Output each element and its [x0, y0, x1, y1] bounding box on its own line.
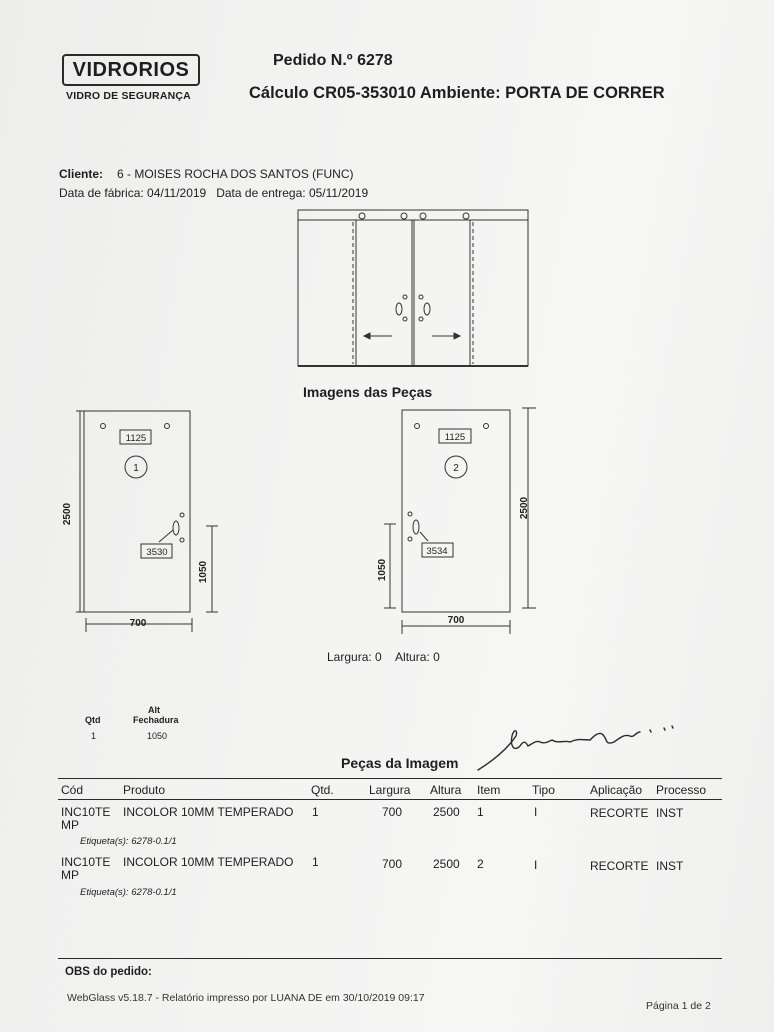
delivery-date: Data de entrega: 05/11/2019: [216, 186, 369, 200]
largura-note: Largura: 0: [327, 650, 382, 664]
signature: [477, 725, 674, 771]
dimensions-note: Largura: 0 Altura: 0: [327, 650, 440, 664]
piece-2-mid-label: 3534: [426, 546, 447, 557]
col-header-aplicacao: Aplicação: [590, 783, 643, 797]
parts-title: Peças da Imagem: [341, 755, 459, 771]
piece-1-glass: [83, 410, 191, 613]
piece-1-number-circle: [124, 455, 148, 479]
logo-text: VIDRORIOS: [72, 58, 190, 81]
images-title: Imagens das Peças: [303, 384, 433, 400]
row-2-aplicacao: RECORTE: [590, 859, 649, 873]
dates-line: Data de fábrica: 04/11/2019 Data de entre…: [59, 186, 368, 200]
client-line: Cliente: 6 - MOISES ROCHA DOS SANTOS (FUN…: [59, 167, 354, 181]
piece-1-lock-height: 1050: [198, 560, 209, 583]
row-2-processo: INST: [656, 859, 684, 873]
piece-2-width: 700: [448, 615, 465, 626]
lock-qtd-header: Qtd: [85, 715, 101, 725]
table-top-rule: [58, 778, 722, 779]
col-header-tipo: Tipo: [532, 783, 555, 797]
overview-top-rail: [297, 209, 529, 221]
piece-1-top-label-box: [119, 429, 152, 445]
piece-2-glass: [401, 409, 511, 613]
lock-alt-header-1: Alt: [148, 705, 160, 715]
col-header-item: Item: [477, 783, 501, 797]
piece-2-number-circle: [444, 455, 468, 479]
overview-frame: [297, 219, 529, 367]
logo-subtitle: VIDRO DE SEGURANÇA: [66, 90, 191, 102]
row-2-produto: INCOLOR 10MM TEMPERADO: [123, 855, 294, 869]
row-1-aplicacao: RECORTE: [590, 806, 649, 820]
piece-2-top-label: 1125: [445, 432, 465, 443]
row-1-processo: INST: [656, 806, 684, 820]
piece-2-top-label-box: [438, 428, 472, 444]
page-number: Página 1 de 2: [646, 1000, 711, 1012]
lock-qtd-value: 1: [91, 731, 97, 741]
company-logo: VIDRORIOS: [62, 54, 200, 86]
piece-1-number: 1: [133, 463, 139, 474]
client-label: Cliente:: [59, 167, 104, 181]
overview-left-sliding-panel: [355, 219, 413, 367]
printed-by-footer: WebGlass v5.18.7 - Relatório impresso po…: [67, 992, 425, 1004]
obs-rule: [58, 958, 722, 959]
row-1-item: 1: [477, 805, 484, 819]
piece-2-height: 2500: [519, 496, 530, 519]
row-2-qtd: 1: [312, 855, 319, 869]
obs-label: OBS do pedido:: [65, 966, 152, 978]
overview-right-sliding-panel: [413, 219, 471, 367]
altura-note: Altura: 0: [395, 650, 440, 664]
col-header-produto: Produto: [123, 783, 166, 797]
row-2-item: 2: [477, 857, 484, 871]
lock-alt-value: 1050: [147, 731, 168, 741]
row-1-largura: 700: [382, 805, 403, 819]
piece-2-number: 2: [453, 463, 459, 474]
table-header-rule: [58, 799, 722, 800]
piece-1-drawing: 1125 1 3530 2500 1050 700: [62, 410, 218, 632]
lock-alt-header-2: Fechadura: [133, 715, 179, 725]
piece-2-lock-height: 1050: [377, 558, 388, 581]
row-1-qtd: 1: [312, 805, 319, 819]
row-2-etiqueta: Etiqueta(s): 6278-0.1/1: [80, 887, 177, 898]
row-2-cod-line1: INC10TE: [61, 855, 111, 869]
row-1-tipo: I: [534, 805, 538, 819]
row-2-altura: 2500: [433, 857, 460, 871]
piece-1-width: 700: [130, 618, 147, 629]
piece-2-drawing: 1125 2 3534 2500 1050 700: [377, 407, 536, 634]
row-1-altura: 2500: [433, 805, 460, 819]
col-header-processo: Processo: [656, 783, 707, 797]
col-header-cod: Cód: [61, 783, 84, 797]
row-2-tipo: I: [534, 858, 538, 872]
factory-date: Data de fábrica: 04/11/2019: [59, 186, 207, 200]
row-1-etiqueta: Etiqueta(s): 6278-0.1/1: [80, 836, 177, 847]
piece-1-mid-label: 3530: [146, 547, 167, 558]
order-title: Pedido N.º 6278: [273, 52, 393, 69]
calc-line: Cálculo CR05-353010 Ambiente: PORTA DE C…: [249, 84, 665, 102]
row-1-produto: INCOLOR 10MM TEMPERADO: [123, 805, 294, 819]
piece-1-height: 2500: [62, 502, 73, 525]
col-header-largura: Largura: [369, 783, 411, 797]
row-2-cod-line2: MP: [61, 868, 79, 882]
piece-1-top-label: 1125: [126, 433, 146, 444]
piece-1-mid-label-box: [140, 543, 173, 559]
col-header-qtd: Qtd.: [311, 783, 334, 797]
row-2-largura: 700: [382, 857, 403, 871]
piece-2-mid-label-box: [421, 542, 454, 558]
door-overview-drawing: [297, 209, 529, 367]
row-1-cod-line1: INC10TE: [61, 805, 111, 819]
client-value: 6 - MOISES ROCHA DOS SANTOS (FUNC): [117, 167, 354, 181]
row-1-cod-line2: MP: [61, 818, 79, 832]
col-header-altura: Altura: [430, 783, 462, 797]
